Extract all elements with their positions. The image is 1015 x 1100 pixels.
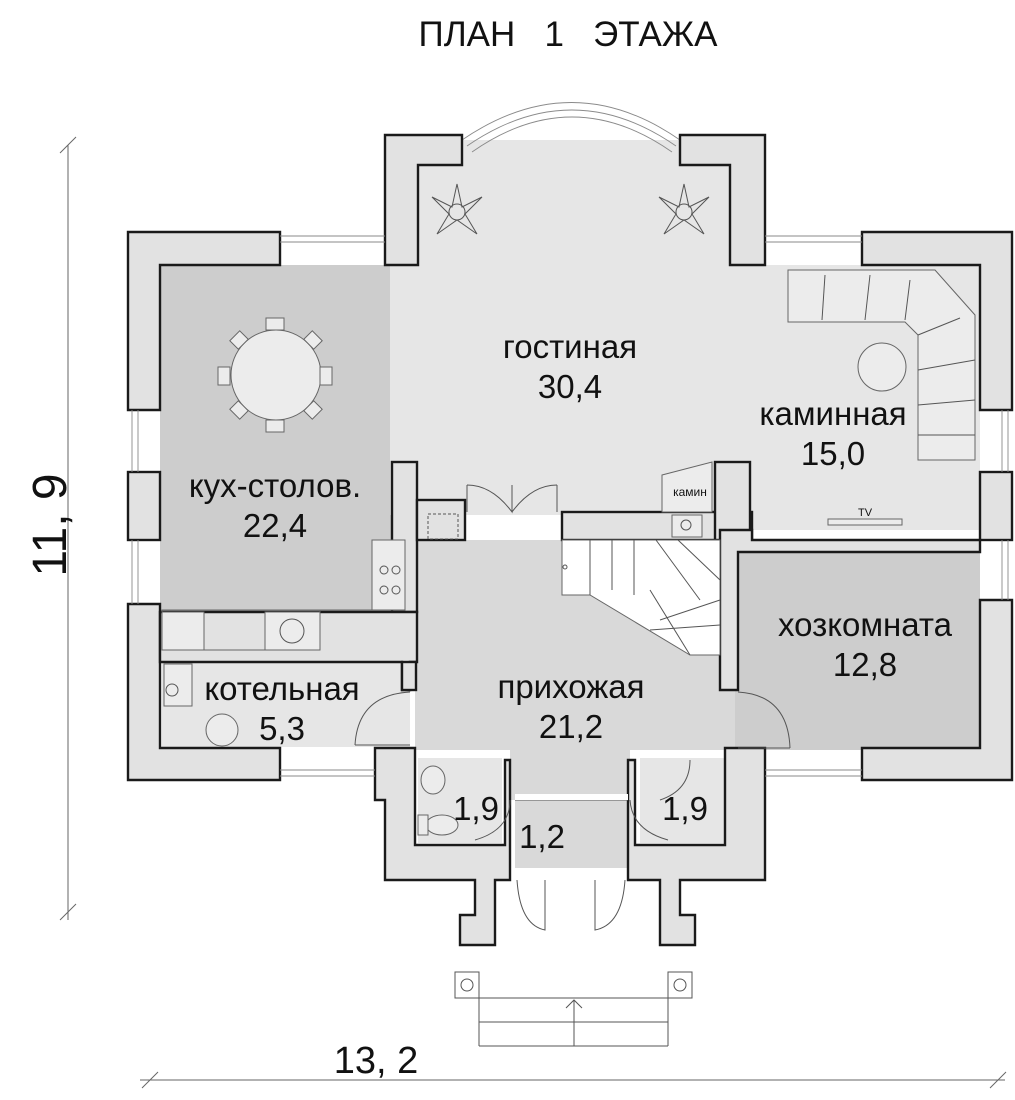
- utility-floor: [735, 540, 980, 750]
- fireplace-label: камин: [673, 485, 707, 499]
- wall-se-corner: [860, 598, 1014, 782]
- wall-nw-corner: [126, 230, 282, 412]
- living-room-name: гостиная: [503, 328, 637, 365]
- utility-room-name: хозкомната: [778, 606, 953, 643]
- fireplace-room-area: 15,0: [801, 435, 865, 472]
- walls: [126, 133, 1014, 947]
- coffee-table: [857, 342, 907, 392]
- windows: [131, 235, 1009, 777]
- fireplace: [661, 461, 713, 513]
- utility-room-area: 12,8: [833, 646, 897, 683]
- hall-passage-floor: [510, 750, 630, 800]
- wall-east-pier: [978, 470, 1014, 542]
- depth-dimension: 11, 9: [24, 473, 77, 576]
- living-floor: [390, 140, 755, 515]
- boiler-room-name: котельная: [204, 670, 359, 707]
- staircase: [561, 539, 721, 656]
- wall-porch-left: [373, 746, 512, 947]
- entrance-steps: [454, 971, 693, 1047]
- plant-icon-left: [431, 183, 483, 235]
- kitchen-name: кух-столов.: [189, 467, 361, 504]
- tv-stand: [827, 518, 903, 526]
- doors: [354, 484, 791, 931]
- wc-left-area: 1,9: [453, 790, 499, 827]
- wall-bay-left: [383, 133, 464, 267]
- boiler-floor: [162, 662, 410, 747]
- living-room-area: 30,4: [538, 368, 602, 405]
- plant-icon-right: [658, 183, 710, 235]
- wall-living-hall-left: [415, 498, 467, 542]
- boiler-room-area: 5,3: [259, 710, 305, 747]
- width-dimension: 13, 2: [334, 1040, 419, 1082]
- fireplace-room-name: каминная: [759, 395, 906, 432]
- wall-porch-right: [626, 746, 767, 947]
- hall-name: прихожая: [497, 668, 644, 705]
- corner-sofa: [787, 269, 976, 461]
- plan-title: ПЛАН 1 ЭТАЖА: [419, 15, 719, 54]
- wall-sw-corner: [126, 602, 282, 782]
- dimension-lines: [59, 136, 1007, 1089]
- floor-fills: [160, 140, 980, 868]
- furniture: [161, 183, 976, 836]
- kitchen-area: 22,4: [243, 507, 307, 544]
- wall-fireplace-column: [713, 460, 752, 542]
- washbasin: [420, 765, 446, 795]
- wall-bay-right: [678, 133, 767, 267]
- wall-boiler-hall: [400, 660, 418, 692]
- wall-ne-corner: [860, 230, 1014, 412]
- wc-right-area: 1,9: [662, 790, 708, 827]
- vestibule-area: 1,2: [519, 818, 565, 855]
- wall-west-pier: [126, 470, 162, 542]
- wc-right-floor: [640, 758, 724, 843]
- vestibule-floor: [515, 800, 627, 868]
- tv-label: TV: [858, 507, 873, 519]
- labels: ПЛАН 1 ЭТАЖА гостиная 30,4 каминная 15,0…: [24, 15, 953, 1082]
- hall-area: 21,2: [539, 708, 603, 745]
- wall-hall-utility: [718, 528, 982, 692]
